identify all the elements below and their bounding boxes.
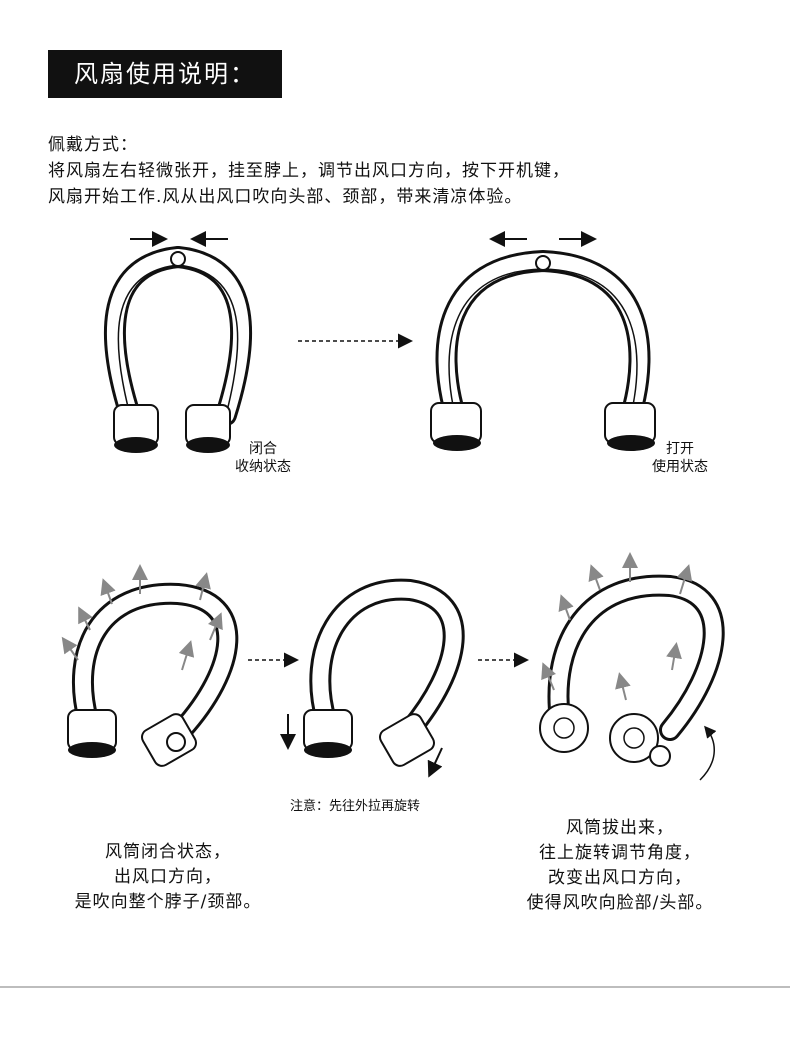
- fan-open-illustration: [430, 231, 656, 451]
- bottom-divider: [0, 986, 790, 988]
- wearing-instruction-line-2: 风扇开始工作.风从出风口吹向头部、颈部，带来清凉体验。: [48, 187, 523, 207]
- dashed-arrow-2: [248, 652, 299, 668]
- dashed-arrow-3: [478, 652, 529, 668]
- fan-pull-out-illustration: [280, 578, 465, 778]
- open-label: 打开使用状态: [652, 441, 708, 475]
- caption-closed-state: 风筒闭合状态， 出风口方向， 是吹向整个脖子/颈部。: [74, 842, 262, 912]
- fan-airflow-face-illustration: [539, 552, 725, 781]
- closed-label: 闭合收纳状态: [235, 441, 291, 475]
- fan-airflow-neck-illustration: [61, 564, 239, 767]
- note-pull-then-rotate: 注意：先往外拉再旋转: [290, 799, 421, 814]
- wearing-heading: 佩戴方式：: [48, 135, 138, 155]
- wearing-instruction-line-1: 将风扇左右轻微张开，挂至脖上，调节出风口方向，按下开机键，: [48, 161, 570, 181]
- caption-rotated-state: 风筒拔出来， 往上旋转调节角度， 改变出风口方向， 使得风吹向脸部/头部。: [526, 818, 714, 913]
- page-title: 风扇使用说明：: [48, 50, 282, 98]
- dashed-arrow-1: [298, 333, 413, 349]
- fan-closed-illustration: [103, 231, 253, 453]
